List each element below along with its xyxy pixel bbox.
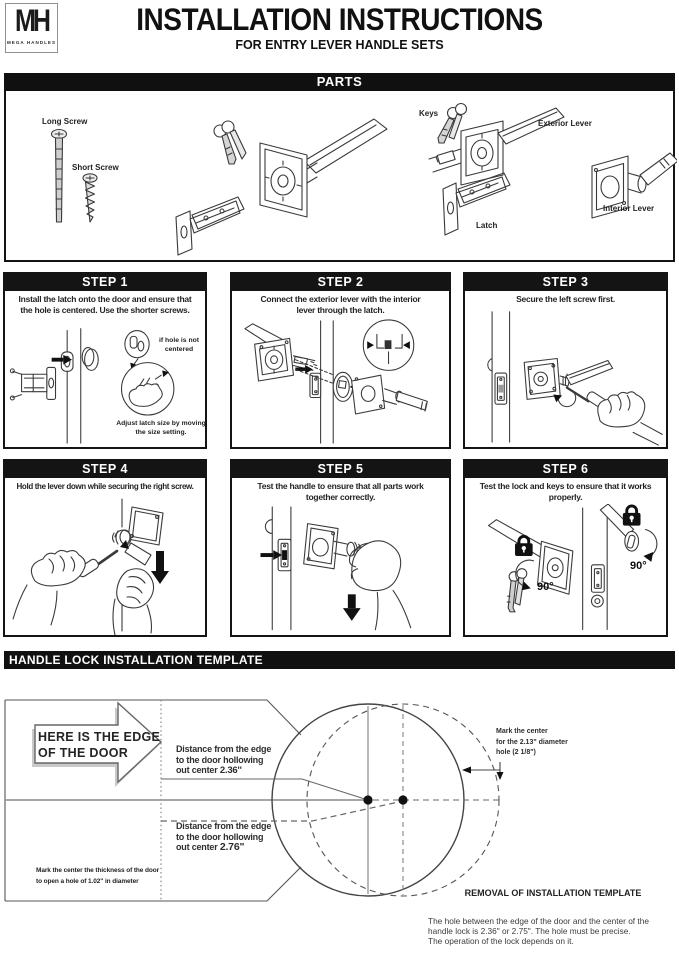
step-2-description: Connect the exterior lever with the inte…: [260, 294, 421, 315]
header: MH MEGA HANDLES INSTALLATION INSTRUCTION…: [0, 0, 679, 71]
step-4-description: Hold the lever down while securing the r…: [16, 482, 194, 491]
step-2-title: STEP 2: [232, 274, 449, 291]
step-3-box: STEP 3 Secure the left screw first.: [463, 272, 668, 449]
lock-icon-exterior: [515, 534, 533, 556]
distance-276-value: 2.76": [219, 841, 245, 853]
step-4-title: STEP 4: [5, 461, 205, 478]
installation-template: HERE IS THE EDGE OF THE DOOR Distance fr…: [0, 670, 679, 946]
center-mark-236: [363, 795, 373, 805]
step-1-title: STEP 1: [5, 274, 205, 291]
step-4-box: STEP 4 Hold the lever down while securin…: [3, 459, 207, 637]
step-1-box: STEP 1 Install the latch onto the door a…: [3, 272, 207, 449]
label-interior-lever: Interior Lever: [603, 204, 655, 213]
step-1-note-adjust: Adjust latch size by moving the size set…: [116, 420, 206, 436]
removal-title: REMOVAL OF INSTALLATION TEMPLATE: [464, 888, 642, 898]
center-mark-276: [398, 795, 408, 805]
step-6-illustration: 90° 90°: [465, 504, 666, 635]
step-6-angle-left: 90°: [537, 581, 554, 593]
step-6-title: STEP 6: [465, 461, 666, 478]
step-5-title: STEP 5: [232, 461, 449, 478]
step-4-illustration: [5, 493, 205, 635]
step-1-description: Install the latch onto the door and ensu…: [18, 294, 192, 315]
step-6-angle-right: 90°: [630, 560, 647, 572]
label-exterior-lever: Exterior Lever: [538, 119, 592, 128]
parts-banner: PARTS: [4, 73, 675, 91]
step-6-description: Test the lock and keys to ensure that it…: [479, 481, 652, 502]
label-keys: Keys: [419, 109, 439, 118]
header-titles: INSTALLATION INSTRUCTIONS FOR ENTRY LEVE…: [0, 2, 679, 52]
label-long-screw: Long Screw: [42, 117, 88, 126]
edge-arrow-icon: [34, 701, 163, 784]
step-3-illustration: [465, 306, 666, 447]
removal-note: REMOVAL OF INSTALLATION TEMPLATE The hol…: [428, 870, 678, 964]
logo-monogram: MH: [15, 3, 51, 39]
mark-thickness-note: Mark the center the thickness of the doo…: [36, 867, 160, 885]
step-1-illustration: if hole is not centered Adjust latch siz…: [5, 317, 206, 447]
template-banner: HANDLE LOCK INSTALLATION TEMPLATE: [4, 651, 675, 669]
step-5-description: Test the handle to ensure that all parts…: [257, 481, 424, 502]
lock-icon-interior: [622, 504, 641, 526]
logo-brand-name: MEGA HANDLES: [6, 40, 57, 45]
page-title: INSTALLATION INSTRUCTIONS: [136, 2, 543, 37]
distance-236-label: Distance from the edge to the door hollo…: [176, 744, 272, 776]
step-3-description: Secure the left screw first.: [516, 294, 615, 304]
label-short-screw: Short Screw: [72, 163, 119, 172]
parts-illustration: [50, 102, 677, 256]
distance-276-label: Distance from the edge to the door hollo…: [176, 821, 272, 853]
step-3-title: STEP 3: [465, 274, 666, 291]
step-5-box: STEP 5 Test the handle to ensure that al…: [230, 459, 451, 637]
step-2-illustration: [232, 317, 449, 447]
label-latch: Latch: [476, 221, 498, 230]
mark-hole-note: Mark the center for the 2.13" diameter h…: [496, 728, 568, 756]
step-1-note-inset: if hole is not centered: [158, 337, 200, 353]
removal-body: The hole between the edge of the door an…: [428, 916, 649, 946]
edge-arrow-label: HERE IS THE EDGE OF THE DOOR: [38, 730, 161, 760]
template-drawing: [4, 699, 504, 902]
distance-236-value: 2.36'': [219, 765, 242, 776]
keys-icon: [506, 568, 528, 613]
page-subtitle: FOR ENTRY LEVER HANDLE SETS: [235, 38, 444, 52]
brand-logo: MH MEGA HANDLES: [5, 3, 58, 53]
parts-diagram: Long Screw Short Screw Keys Exterior Lev…: [4, 91, 677, 262]
step-5-illustration: [232, 504, 449, 635]
step-6-box: STEP 6 Test the lock and keys to ensure …: [463, 459, 668, 637]
step-2-box: STEP 2 Connect the exterior lever with t…: [230, 272, 451, 449]
steps-grid: STEP 1 Install the latch onto the door a…: [3, 272, 676, 637]
